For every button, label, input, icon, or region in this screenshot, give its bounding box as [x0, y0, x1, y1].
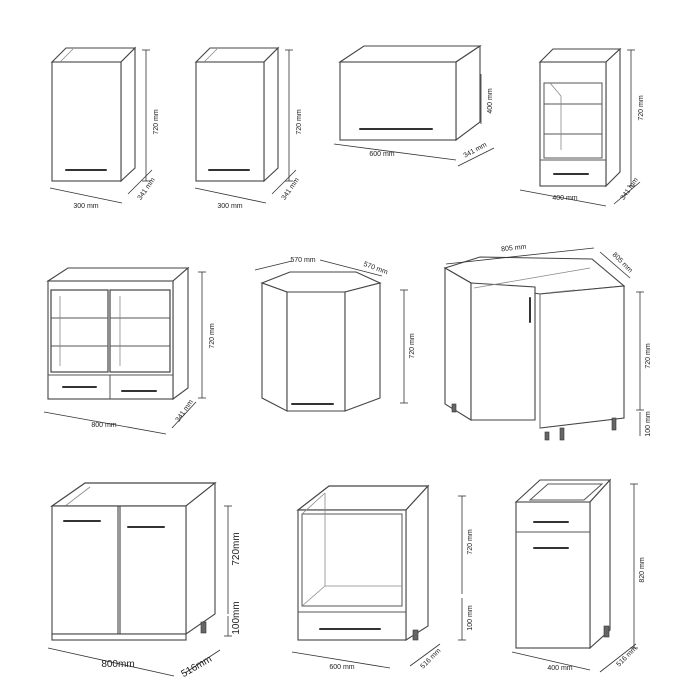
leg-icon [451, 403, 457, 413]
dimension-label: 341 mm [620, 177, 640, 202]
cabinet-wall-corner: 570 mm 570 mm 720 mm [254, 257, 416, 412]
cabinet-base-sink-800: 720mm 100mm 800mm 516mm [47, 481, 242, 680]
cabinet-wall-800-glass: 720 mm 800 mm 341 mm [43, 266, 216, 435]
dimension-label: 720 mm [638, 95, 645, 120]
dimension-label: 720mm [231, 532, 242, 565]
dimension-label: 400 mm [547, 665, 572, 672]
leg-icon [200, 621, 207, 634]
dimension-label: 720 mm [409, 333, 416, 358]
dimension-label: 600 mm [329, 664, 354, 671]
dimension-label: 100mm [231, 601, 242, 634]
leg-icon [611, 417, 617, 431]
dimension-label: 570 mm [290, 257, 315, 264]
dimension-label: 800 mm [91, 422, 116, 429]
dimension-label: 820 mm [639, 557, 646, 582]
cabinet-base-corner: 805 mm 805 mm 720 mm 100 mm [443, 244, 652, 441]
dimension-label: 720 mm [467, 529, 474, 554]
cabinet-base-drawer-400: 820 mm 400 mm 516 mm [511, 478, 646, 673]
dimension-label: 300 mm [73, 203, 98, 210]
dimension-label: 100 mm [467, 605, 474, 630]
dimension-label: 720 mm [209, 323, 216, 348]
dimension-label: 720 mm [645, 343, 652, 368]
cabinet-wall-400-open: 720 mm 400 mm 341 mm [519, 47, 645, 207]
dimension-label: 400 mm [487, 88, 494, 113]
cabinet-base-oven-600: 720 mm 100 mm 600 mm 516 mm [291, 484, 474, 671]
dimension-label: 800mm [101, 659, 134, 670]
dimension-label: 341 mm [281, 177, 301, 202]
dimension-label: 516mm [180, 654, 214, 680]
dimension-label: 720 mm [153, 109, 160, 134]
dimension-label: 720 mm [296, 109, 303, 134]
dimension-label: 805 mm [501, 244, 527, 254]
dimension-label: 300 mm [217, 203, 242, 210]
dimension-label: 341 mm [175, 399, 195, 424]
leg-icon [559, 427, 565, 441]
dimension-label: 100 mm [645, 411, 652, 436]
leg-icon [412, 629, 419, 641]
cabinet-wall-600-top: 400 mm 600 mm 341 mm [333, 44, 495, 167]
dimension-label: 600 mm [369, 151, 394, 158]
leg-icon [603, 625, 610, 638]
dimension-label: 400 mm [552, 195, 577, 202]
cabinet-wall-300-b: 720 mm 300 mm 341 mm [194, 46, 303, 210]
leg-icon [544, 431, 550, 441]
cabinet-wall-300-a: 720 mm 300 mm 341 mm [49, 46, 160, 210]
dimension-label: 341 mm [137, 177, 157, 202]
